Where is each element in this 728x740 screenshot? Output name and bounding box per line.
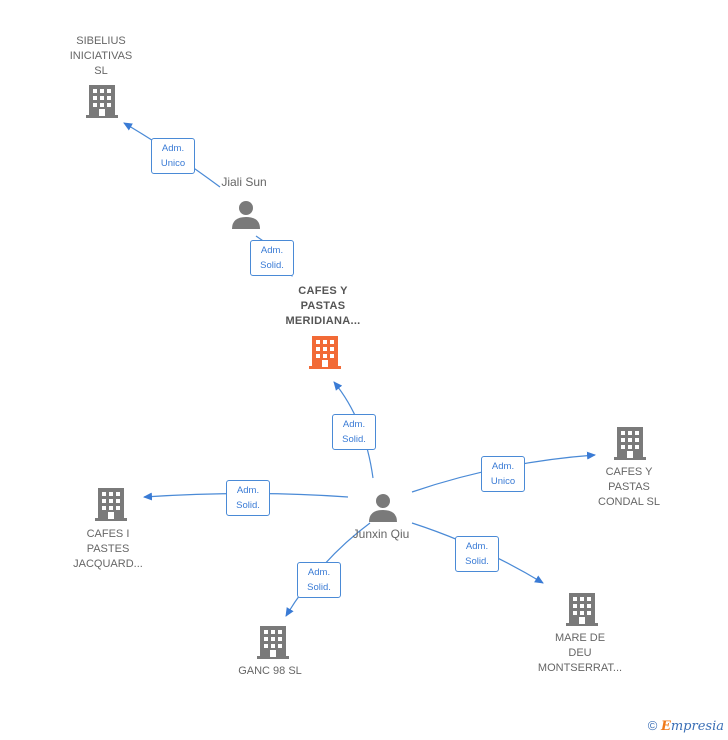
node-label-sibelius[interactable]: SIBELIUS INICIATIVAS SL <box>69 35 133 77</box>
node-label-jiali-sun[interactable]: Jiali Sun <box>221 175 267 189</box>
node-label-cafes-condal[interactable]: CAFES Y PASTAS CONDAL SL <box>598 466 660 508</box>
building-icon[interactable] <box>257 625 289 659</box>
node-label-junxin-qiu[interactable]: Junxin Qiu <box>352 527 410 541</box>
building-icon[interactable] <box>614 426 646 460</box>
node-label-cafes-meridiana[interactable]: CAFES Y PASTAS MERIDIANA... <box>285 285 361 327</box>
edge-label-junxin-condal[interactable]: Adm. Unico <box>481 456 525 492</box>
building-icon[interactable] <box>95 487 127 521</box>
edge-label-junxin-mare[interactable]: Adm. Solid. <box>455 536 499 572</box>
node-label-ganc[interactable]: GANC 98 SL <box>238 665 302 677</box>
edge-label-jiali-sibelius[interactable]: Adm. Unico <box>151 138 195 174</box>
copyright-icon: © <box>647 718 658 733</box>
edge-label-jiali-meridiana[interactable]: Adm. Solid. <box>250 240 294 276</box>
node-label-cafes-jacquard[interactable]: CAFES I PASTES JACQUARD... <box>73 528 143 570</box>
person-icon[interactable] <box>368 492 398 522</box>
person-icon[interactable] <box>231 199 261 229</box>
building-icon[interactable] <box>86 84 118 118</box>
brand-logo-initial: E <box>660 719 671 734</box>
edge-label-junxin-jacquard[interactable]: Adm. Solid. <box>226 480 270 516</box>
edge-label-junxin-meridiana[interactable]: Adm. Solid. <box>332 414 376 450</box>
brand-logo-text: mpresia <box>670 719 724 734</box>
building-icon[interactable] <box>566 592 598 626</box>
building-icon-highlighted[interactable] <box>309 335 341 369</box>
node-label-mare-de-deu[interactable]: MARE DE DEU MONTSERRAT... <box>537 632 623 674</box>
edge-label-junxin-ganc[interactable]: Adm. Solid. <box>297 562 341 598</box>
brand-footer: © Empresia <box>648 718 724 734</box>
